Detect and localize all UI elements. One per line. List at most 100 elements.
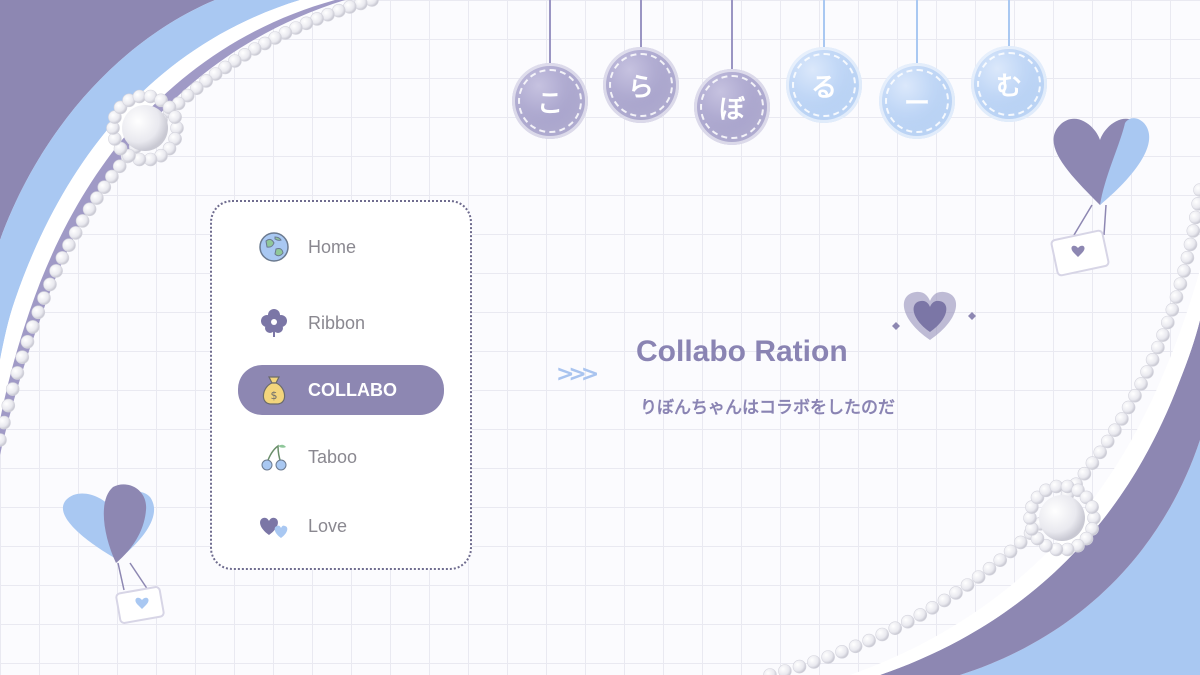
- pearl: [1025, 500, 1039, 514]
- pearl: [154, 148, 168, 163]
- pearl: [122, 148, 136, 163]
- pearl: [807, 655, 821, 669]
- pearl: [143, 152, 158, 167]
- pearl: [1085, 500, 1099, 514]
- pearl: [112, 159, 127, 174]
- money-bag-icon: $: [256, 372, 292, 408]
- pearl: [1039, 483, 1053, 498]
- flower-icon: [256, 305, 292, 341]
- cherry-icon: [256, 439, 292, 475]
- nav-item-collabo[interactable]: $ COLLABO: [238, 365, 444, 415]
- pearl: [913, 608, 928, 622]
- pearl: [1169, 290, 1184, 304]
- pearl: [55, 251, 70, 265]
- pearl: [0, 433, 7, 447]
- title-bubble: ら: [603, 0, 679, 123]
- title-bubble-char: ら: [627, 72, 654, 103]
- arrow-marker: >>>: [556, 362, 599, 387]
- pearl: [1165, 302, 1180, 317]
- pearl: [1183, 237, 1198, 252]
- nav-item-label: Love: [308, 515, 348, 536]
- title-bubble-char: む: [995, 71, 1022, 102]
- pearl: [1071, 538, 1085, 553]
- title-bubble: こ: [512, 0, 588, 139]
- pearl: [1085, 456, 1100, 470]
- pearl: [1079, 490, 1094, 505]
- pearl: [128, 140, 143, 154]
- pearl: [763, 668, 777, 675]
- pearl: [0, 415, 11, 430]
- pearl: [1151, 340, 1165, 355]
- pearl: [1025, 522, 1039, 536]
- pearl: [792, 659, 807, 674]
- nav-item-label: Ribbon: [308, 312, 366, 333]
- pearl: [875, 627, 890, 642]
- svg-text:$: $: [271, 389, 278, 402]
- pearl: [1145, 352, 1160, 367]
- pearl: [960, 578, 975, 592]
- pearl: [925, 600, 940, 615]
- pearl: [1049, 542, 1064, 557]
- page-title: Collabo Ration: [636, 335, 848, 368]
- pearl: [5, 382, 20, 396]
- pearl: [75, 214, 90, 228]
- nav-item-love[interactable]: Love: [238, 502, 444, 550]
- nav-item-home[interactable]: Home: [238, 223, 444, 271]
- pearl: [90, 191, 104, 205]
- pearl: [1100, 434, 1115, 449]
- nav-card: Home Ribbon $ COLLABO Taboo Love: [210, 200, 472, 570]
- balloon-bottom-left: [62, 484, 165, 624]
- pearl: [1191, 197, 1200, 211]
- pearl: [949, 586, 963, 600]
- pearl: [862, 633, 876, 648]
- pearl: [1033, 516, 1047, 531]
- pearl: [49, 264, 63, 278]
- pearl: [1060, 487, 1075, 502]
- pearl: [1189, 210, 1200, 225]
- pearl: [835, 644, 849, 659]
- pearl: [1003, 544, 1018, 559]
- nav-item-label: Home: [308, 236, 357, 257]
- pearl: [1128, 388, 1142, 403]
- pearl-string-bottom: [763, 183, 1200, 675]
- page-subtitle: りぼんちゃんはコラボをしたのだ: [640, 398, 895, 418]
- hearts-icon: [256, 508, 292, 544]
- pearl: [162, 141, 177, 156]
- pearl: [778, 664, 792, 675]
- pearl: [1093, 445, 1107, 460]
- nav-item-ribbon[interactable]: Ribbon: [238, 299, 444, 347]
- pearl: [1085, 522, 1099, 536]
- pearl: [1051, 497, 1066, 512]
- pearl: [1156, 328, 1170, 342]
- pearl: [937, 593, 952, 608]
- pearl: [1060, 479, 1075, 494]
- pearl: [982, 561, 997, 576]
- title-bubble: ぼ: [694, 0, 770, 145]
- pearl: [1087, 511, 1101, 525]
- pearl: [1173, 277, 1188, 291]
- pearl: [1023, 526, 1038, 541]
- pearl: [120, 149, 135, 164]
- pearl: [1071, 483, 1085, 498]
- pearl-brooch-bottom: [1023, 479, 1101, 557]
- pearl: [62, 238, 76, 252]
- pearl: [1, 398, 16, 413]
- pearl: [1193, 183, 1200, 197]
- title-bubble: ー: [879, 0, 955, 139]
- pearl: [1186, 224, 1200, 238]
- pearl: [1115, 412, 1129, 426]
- pearl: [1069, 477, 1083, 492]
- pearl: [97, 180, 112, 194]
- pearl: [31, 305, 46, 320]
- pearl: [848, 639, 863, 654]
- nav-item-label: COLLABO: [308, 379, 397, 400]
- pearl: [1049, 479, 1064, 494]
- pearl: [1042, 507, 1057, 522]
- title-bubble-char: こ: [536, 88, 563, 119]
- pearl: [1180, 250, 1195, 265]
- pearl: [1177, 264, 1191, 278]
- title-bubble-char: ぼ: [718, 94, 745, 125]
- nav-item-taboo[interactable]: Taboo: [238, 433, 444, 481]
- pearl: [821, 650, 835, 664]
- pearl: [105, 169, 119, 184]
